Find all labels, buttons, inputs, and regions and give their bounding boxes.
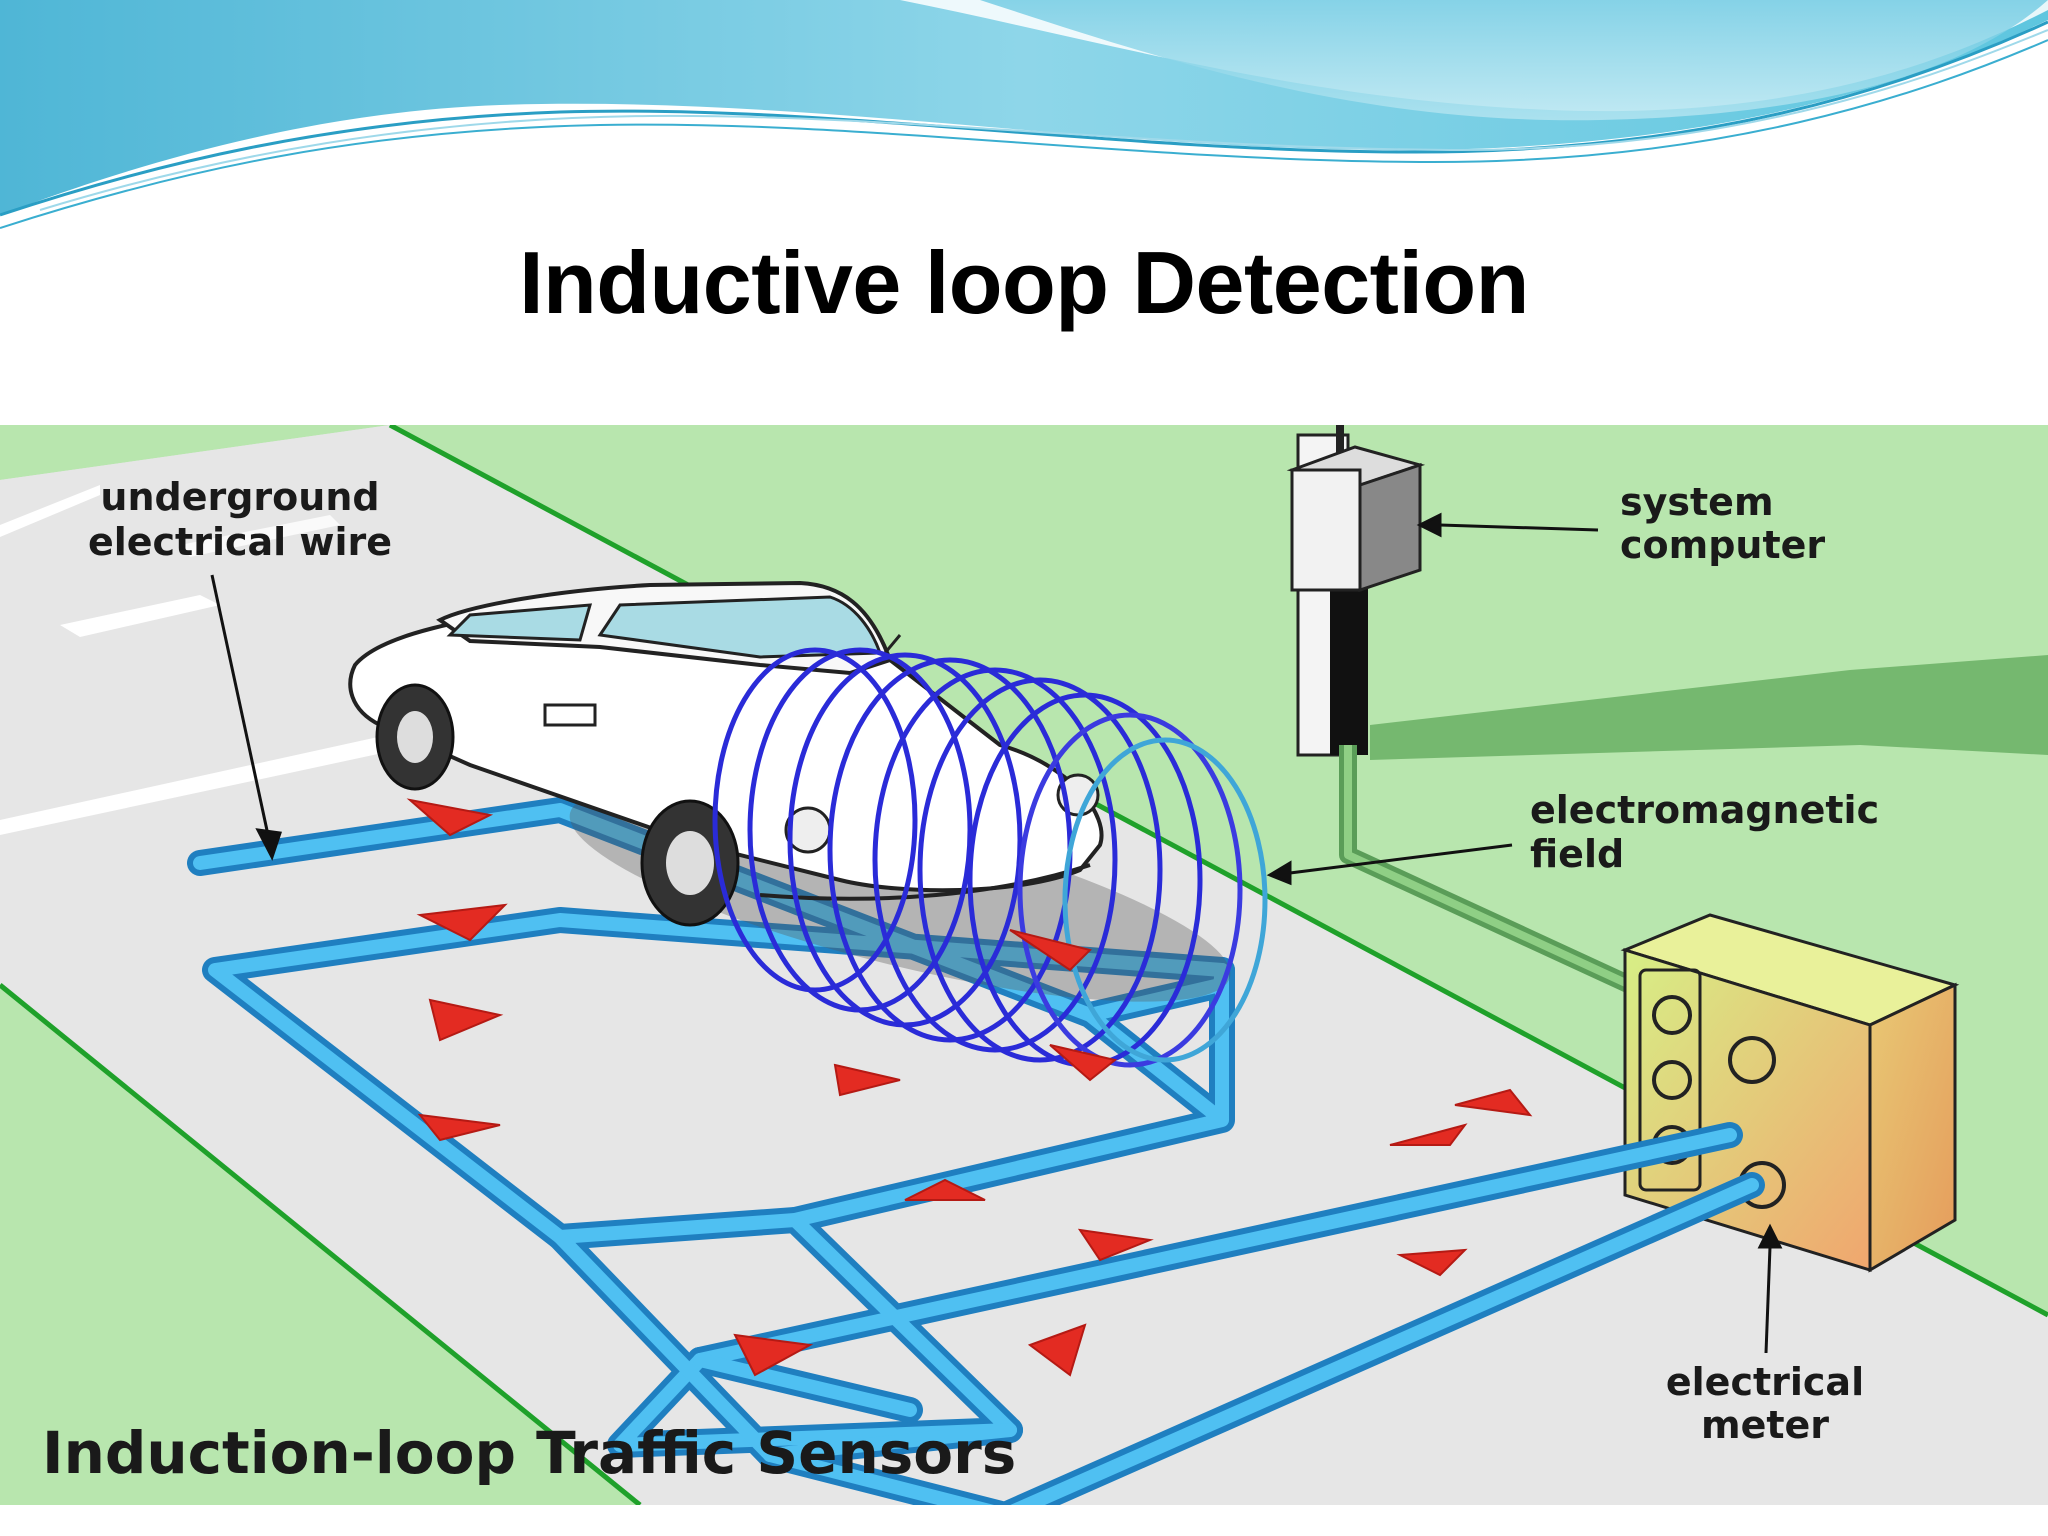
label-system-computer-line1: system	[1620, 480, 1774, 524]
label-meter-line2: meter	[1701, 1403, 1829, 1447]
header-wave-decoration	[0, 0, 2048, 229]
label-underground-wire-line1: underground	[100, 475, 379, 519]
diagram-caption: Induction-loop Traffic Sensors	[42, 1419, 1016, 1487]
pointer-underground-wire	[210, 574, 270, 836]
label-underground-wire-line2: electrical wire	[88, 520, 392, 564]
label-system-computer-line2: computer	[1620, 523, 1825, 567]
system-computer-box	[1286, 445, 1426, 593]
electrical-meter-box	[1620, 913, 1960, 1273]
slide-title: Inductive loop Detection	[519, 233, 1529, 332]
label-em-field-line2: field	[1530, 832, 1624, 876]
electromagnetic-field	[712, 647, 1268, 1068]
label-meter-line1: electrical	[1666, 1360, 1864, 1404]
inductive-loop-wire	[187, 797, 1765, 1505]
induction-loop-diagram: underground electrical wire system compu…	[0, 425, 2048, 1505]
pointer-electrical-meter	[1764, 1246, 1772, 1354]
pointer-em-field	[1289, 843, 1513, 875]
pointer-system-computer	[1439, 523, 1599, 532]
label-em-field-line1: electromagnetic	[1530, 788, 1879, 832]
current-direction-arrows	[406, 798, 1533, 1377]
road-edge-lower	[0, 983, 642, 1505]
